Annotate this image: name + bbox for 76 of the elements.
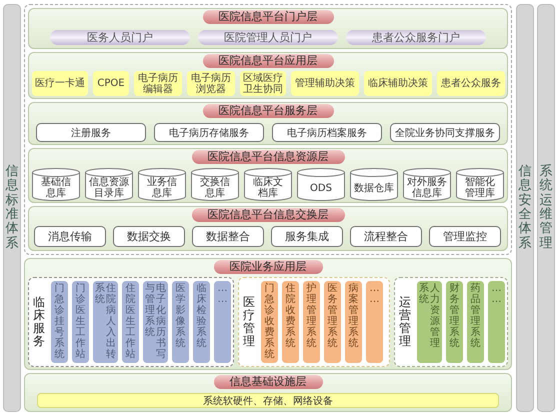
exchange-box: 数据整合 — [192, 226, 264, 247]
database-cylinder: 数据仓库 — [350, 168, 398, 201]
system-box: 药品管理系统 — [467, 281, 484, 363]
system-box: 病案管理系统 — [345, 281, 362, 363]
database-cylinder: 临床文档库 — [244, 168, 292, 201]
exchange-box: 管理监控 — [429, 226, 501, 247]
database-cylinder: 业务信息库 — [138, 168, 186, 201]
service-box: 全院业务协同支撑服务 — [390, 123, 500, 142]
exchange-box: 消息传输 — [34, 226, 106, 247]
system-box: …… — [366, 281, 383, 363]
portal-box: 患者公众服务门户 — [346, 30, 486, 45]
application-box: 患者公众服务 — [437, 71, 505, 96]
group-frame — [28, 277, 234, 367]
application-box: 管理辅助决策 — [291, 71, 359, 96]
exchange-box: 服务集成 — [271, 226, 343, 247]
database-cylinder: 对外服务信息库 — [403, 168, 451, 201]
system-box: 住院收费系统 — [282, 281, 299, 363]
database-cylinder: 基础信息库 — [32, 168, 80, 201]
system-box: 医务管理系统 — [324, 281, 341, 363]
layer-panel — [28, 8, 508, 49]
application-box: 区域医疗卫生协同 — [240, 71, 286, 96]
infrastructure-bar: 系统软硬件、存储、网络设备 — [37, 393, 499, 408]
system-box: 人力资源管理系统 — [417, 281, 442, 363]
application-box: 临床辅助决策 — [364, 71, 432, 96]
system-box: …… — [214, 281, 231, 363]
layer-title: 医院业务应用层 — [214, 260, 322, 274]
layer-panel — [28, 52, 508, 99]
application-box: CPOE — [93, 71, 129, 96]
group-title: 临床服务 — [33, 296, 45, 348]
database-cylinder: 智能化管理库 — [456, 168, 504, 201]
layer-title: 医院信息平台应用层 — [202, 54, 334, 68]
layer-panel — [24, 373, 512, 412]
application-box: 医疗一卡通 — [32, 71, 88, 96]
portal-box: 医务人员门户 — [50, 30, 190, 45]
service-box: 电子病历档案服务 — [272, 123, 382, 142]
system-box: 门急诊收费系统 — [261, 281, 278, 363]
vertical-bar — [516, 4, 534, 412]
dashed-frame — [24, 4, 512, 255]
vertical-bar-title: 系统运维管理 — [540, 165, 552, 251]
layer-panel — [28, 102, 508, 145]
database-cylinder: 信息资源目录库 — [85, 168, 133, 201]
system-box: 电子化病历书写与管理系统 — [143, 281, 168, 363]
system-box: 住院病人入出转系统 — [93, 281, 118, 363]
system-box: …… — [488, 281, 505, 363]
layer-title: 医院信息平台门户层 — [202, 10, 334, 24]
layer-panel — [24, 258, 512, 370]
system-box: 门诊医生工作站 — [72, 281, 89, 363]
system-box: 医学影像系统 — [172, 281, 189, 363]
vertical-bar-title: 信息安全体系 — [518, 165, 532, 251]
group-frame — [238, 277, 390, 367]
group-title: 运营管理 — [399, 296, 411, 348]
database-cylinder: 交换信息库 — [191, 168, 239, 201]
group-frame — [394, 277, 508, 367]
database-cylinder: ODS — [297, 168, 345, 201]
layer-title: 医院信息平台信息交换层 — [192, 208, 344, 222]
exchange-box: 数据交换 — [113, 226, 185, 247]
system-box: 临床检验系统 — [193, 281, 210, 363]
system-box: 财务管理系统 — [446, 281, 463, 363]
portal-box: 医院管理人员门户 — [198, 30, 338, 45]
service-box: 电子病历存储服务 — [154, 123, 264, 142]
service-box: 注册服务 — [36, 123, 146, 142]
application-box: 电子病历编辑器 — [134, 71, 182, 96]
vertical-bar — [3, 4, 21, 412]
layer-title: 医院信息平台信息资源层 — [192, 150, 344, 164]
vertical-bar-title: 信息标准体系 — [6, 165, 18, 251]
system-box: 住院医生工作站 — [122, 281, 139, 363]
layer-title: 医院信息平台服务层 — [202, 104, 334, 118]
group-title: 医疗管理 — [243, 296, 255, 348]
system-box: 护理管理系统 — [303, 281, 320, 363]
layer-panel — [28, 206, 508, 251]
layer-title: 信息基础设施层 — [214, 375, 322, 389]
vertical-bar — [537, 4, 555, 412]
system-box: 门急诊挂号系统 — [51, 281, 68, 363]
exchange-box: 流程整合 — [350, 226, 422, 247]
layer-panel — [28, 148, 508, 203]
application-box: 电子病历浏览器 — [187, 71, 235, 96]
